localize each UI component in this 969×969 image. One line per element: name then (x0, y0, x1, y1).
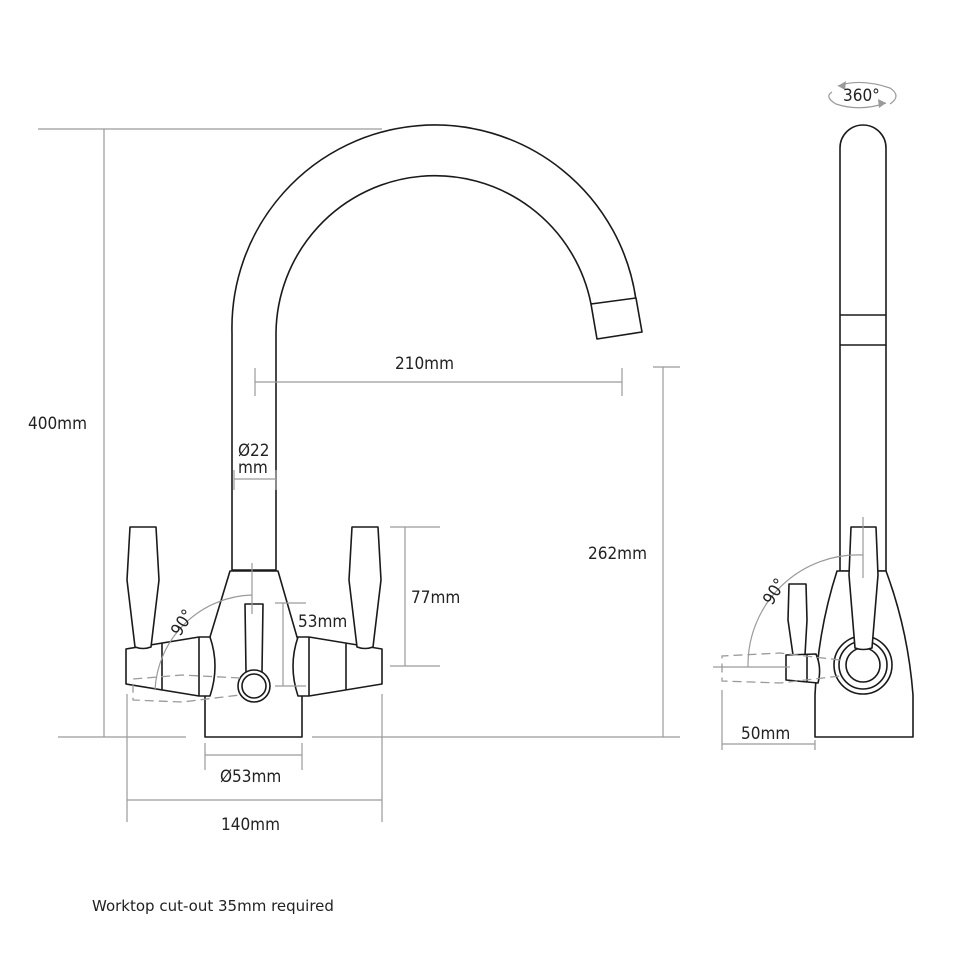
side-angle-label: 90° (759, 575, 790, 609)
side-rotated-lever-dashed (721, 652, 841, 684)
arrow-head (878, 99, 886, 108)
footer-note: Worktop cut-out 35mm required (92, 897, 334, 915)
swivel-label: 360° (843, 86, 880, 106)
front-angle-label: 90° (167, 606, 198, 640)
left-lever[interactable] (126, 526, 160, 650)
clearance-label: 262mm (588, 544, 647, 564)
side-spout (839, 124, 887, 572)
swivel-arrow-top (837, 81, 897, 105)
front-view: 90° 400mm 210mm Ø22 mm 77mm 53mm 262mm Ø… (28, 124, 680, 835)
rotated-lever-dashed (132, 674, 241, 703)
center-lever[interactable] (244, 603, 264, 673)
spout-diameter-label-1: Ø22 (238, 441, 270, 461)
spout-diameter-label-2: mm (238, 458, 268, 478)
right-handle-hub (292, 636, 383, 697)
pivot-inner (241, 673, 267, 699)
side-small-lever[interactable] (787, 583, 808, 656)
spout-nozzle (590, 297, 643, 340)
spout (231, 124, 637, 571)
swivel-arrow-bottom (828, 91, 887, 109)
arrow-head (838, 81, 846, 90)
center-lever-label: 53mm (298, 612, 347, 632)
side-view: 90° 50mm 360° (713, 81, 914, 750)
left-handle-hub (125, 636, 216, 697)
lever-height-label: 77mm (411, 588, 460, 608)
side-lever[interactable] (848, 526, 879, 651)
right-lever[interactable] (348, 526, 382, 650)
side-small-hub (785, 653, 821, 684)
base-diameter-label: Ø53mm (220, 767, 281, 787)
reach-label: 210mm (395, 354, 454, 374)
side-reach-label: 50mm (741, 724, 790, 744)
side-rotation-arc (747, 554, 864, 668)
width-label: 140mm (221, 815, 280, 835)
rotation-arc (154, 594, 253, 691)
height-label: 400mm (28, 414, 87, 434)
